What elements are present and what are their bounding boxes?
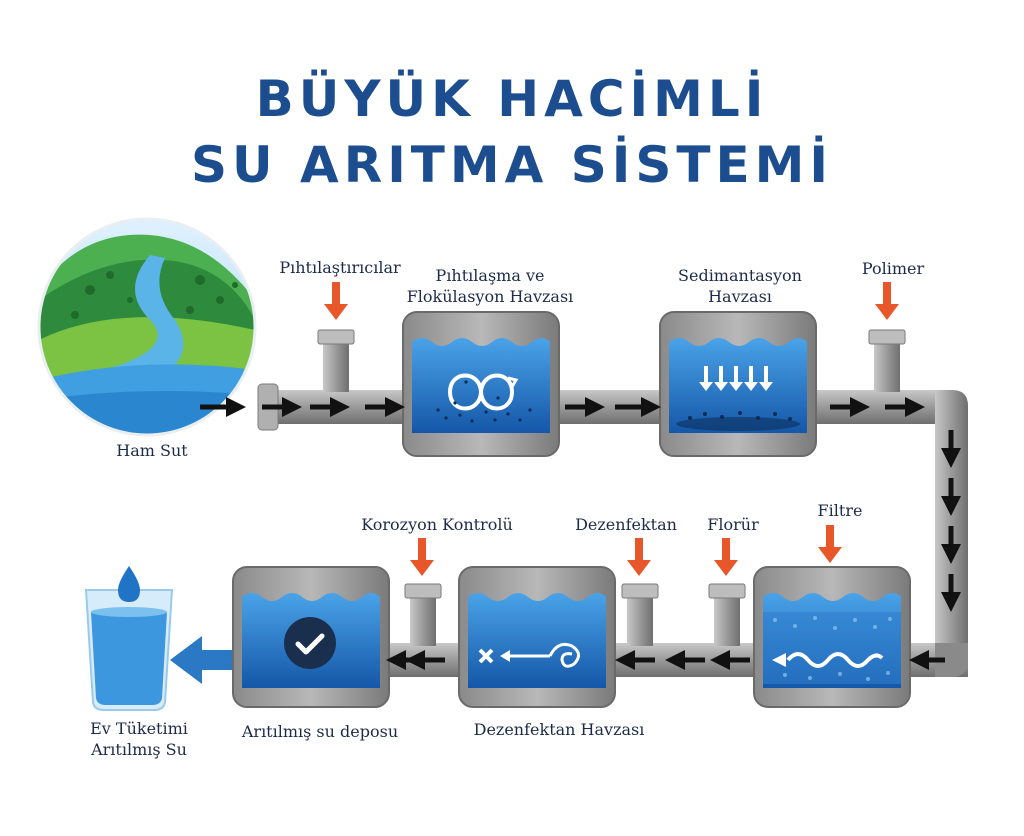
label-coag-floc-1: Pıhtılaşma ve [435,266,545,285]
label-disinfectant: Dezenfektan [575,515,677,534]
filter-media [763,612,901,684]
consumer-glass [84,566,174,711]
label-polymer: Polimer [861,259,925,278]
label-disinfection-basin: Dezenfektan Havzası [473,720,645,739]
sediment-particles [676,411,800,431]
dosing-stubs [317,329,906,646]
dosing-arrows [324,282,899,576]
title-line-1: BÜYÜK HACİMLİ [255,70,769,128]
flow-arrows [200,397,961,670]
label-treated-storage: Arıtılmış su deposu [241,722,399,741]
infinity-swirl-icon [436,373,532,423]
wave-arrow-icon [772,652,884,668]
label-coag-floc-2: Flokülasyon Havzası [406,287,574,306]
label-coagulants: Pıhtılaştırıcılar [279,258,401,277]
tank-disinfection [458,566,616,708]
label-sedimentation-1: Sedimantasyon [678,266,802,285]
title-line-2: SU ARITMA SİSTEMİ [190,136,834,194]
label-filter: Filtre [817,501,863,520]
water-drop-icon [118,566,140,602]
x-arrow-spiral-icon [478,642,580,668]
label-sedimentation-2: Havzası [708,287,772,306]
output-arrow [170,636,232,684]
label-corrosion-control: Korozyon Kontrolü [361,515,513,534]
label-fluoride: Florür [707,515,759,534]
check-circle-icon [284,617,336,669]
label-raw-water: Ham Sut [116,441,188,460]
raw-water-globe [37,217,257,437]
label-consumer-1: Ev Tüketimi [90,719,188,738]
label-consumer-2: Arıtılmış Su [91,740,187,759]
down-arrows-icon [699,366,773,391]
